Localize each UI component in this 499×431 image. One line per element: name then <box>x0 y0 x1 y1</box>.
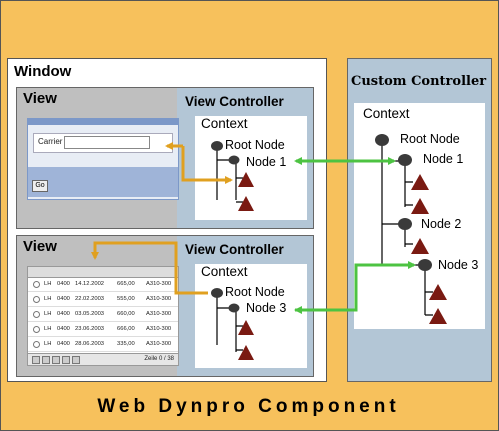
node-label-view2-root: Root Node <box>225 285 285 299</box>
table-row: LH 0400 22.02.2003 555,00 A310-300 <box>28 293 178 307</box>
row-radio <box>33 281 40 288</box>
node-label-view2-node3: Node 3 <box>246 301 287 315</box>
table-cell: 03.05.2003 <box>75 311 105 317</box>
row-radio <box>33 326 40 333</box>
row-radio <box>33 341 40 348</box>
node-label-cc-root: Root Node <box>400 132 460 146</box>
table-cell: LH <box>44 326 52 332</box>
table-cell: 28.06.2003 <box>75 341 105 347</box>
context-label-1: Context <box>201 116 248 131</box>
table-cell: A310-300 <box>146 296 172 302</box>
table-cell: 0400 <box>57 296 70 302</box>
window-title: Window <box>14 63 72 80</box>
custom-controller-panel: Custom Controller Context <box>347 58 492 382</box>
row-radio <box>33 296 40 303</box>
node-label-view1-node1: Node 1 <box>246 155 287 169</box>
table-row: LH 0400 23.06.2003 666,00 A310-300 <box>28 323 178 337</box>
table-row: LH 0400 03.05.2003 660,00 A310-300 <box>28 308 178 322</box>
view-title-1: View <box>23 90 57 107</box>
carrier-field <box>64 136 150 149</box>
node-label-cc-node1: Node 1 <box>423 152 464 166</box>
node-label-cc-node2: Node 2 <box>421 217 462 231</box>
table-cell: 335,00 <box>117 341 135 347</box>
view-title-2: View <box>23 238 57 255</box>
view-controller-title-1: View Controller <box>185 94 284 109</box>
view-context-box-2: Context <box>195 264 307 368</box>
table-cell: 660,00 <box>117 311 135 317</box>
view-screenshot-selection: Carrier Go <box>27 118 179 200</box>
table-cell: 22.02.2003 <box>75 296 105 302</box>
table-row: LH 0400 14.12.2002 665,00 A310-300 <box>28 278 178 292</box>
table-cell: 23.06.2003 <box>75 326 105 332</box>
component-title: Web Dynpro Component <box>97 396 400 417</box>
table-cell: LH <box>44 311 52 317</box>
custom-controller-title: Custom Controller <box>351 74 487 89</box>
table-header <box>28 267 178 278</box>
context-label-2: Context <box>201 264 248 279</box>
table-cell: 666,00 <box>117 326 135 332</box>
table-row: LH 0400 28.06.2003 335,00 A310-300 <box>28 338 178 352</box>
custom-context-label: Context <box>363 106 410 121</box>
table-cell: 0400 <box>57 326 70 332</box>
table-cell: A310-300 <box>146 326 172 332</box>
go-button: Go <box>32 180 48 192</box>
table-cell: LH <box>44 281 52 287</box>
node-label-view1-root: Root Node <box>225 138 285 152</box>
table-footer: Zeile 0 / 38 <box>28 353 178 365</box>
table-cell: LH <box>44 341 52 347</box>
table-pager: Zeile 0 / 38 <box>144 356 174 362</box>
table-cell: LH <box>44 296 52 302</box>
table-cell: 0400 <box>57 311 70 317</box>
table-cell: 14.12.2002 <box>75 281 105 287</box>
table-cell: 665,00 <box>117 281 135 287</box>
window-panel: Window View Carrier Go View Controller C… <box>7 58 327 382</box>
table-cell: 555,00 <box>117 296 135 302</box>
table-cell: A310-300 <box>146 341 172 347</box>
table-cell: A310-300 <box>146 311 172 317</box>
table-cell: 0400 <box>57 281 70 287</box>
table-cell: A310-300 <box>146 281 172 287</box>
view-controller-title-2: View Controller <box>185 242 284 257</box>
view-panel-1: View Carrier Go View Controller Context <box>16 87 314 229</box>
table-cell: 0400 <box>57 341 70 347</box>
row-radio <box>33 311 40 318</box>
node-label-cc-node3: Node 3 <box>438 258 479 272</box>
carrier-label: Carrier <box>38 137 63 146</box>
